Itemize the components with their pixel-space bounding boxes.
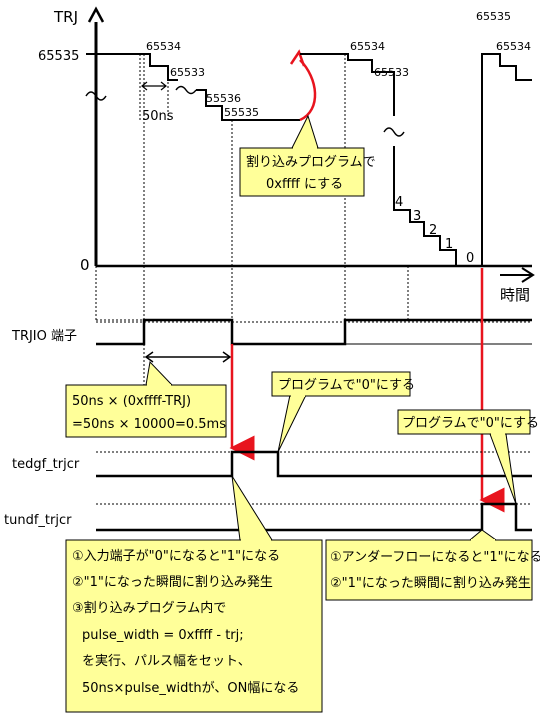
callout-width-line1: 50ns × (0xffff-TRJ) <box>72 394 191 409</box>
callout-width-line2: =50ns × 10000=0.5ms <box>72 417 226 432</box>
count-label-65534b: 65534 <box>350 40 385 53</box>
y-zero-label: 0 <box>80 256 90 274</box>
tedgf-waveform <box>96 450 532 478</box>
note-left-line6: 50ns×pulse_widthが、ON幅になる <box>82 681 299 696</box>
note-left-line2: ②"1"になった瞬間に割り込み発生 <box>72 574 273 590</box>
reload-after-label: 65534 <box>496 40 531 53</box>
tedgf-signal: tedgf_trjcr <box>12 450 532 478</box>
count-label-65533a: 65533 <box>170 66 205 79</box>
callout-clear-1-text: プログラムで"0"にする <box>278 378 415 393</box>
step-width-arrowheads <box>141 81 167 91</box>
note-left-line3: ③割り込みプログラム内で <box>72 600 226 616</box>
trjio-label: TRJIO 端子 <box>11 329 77 344</box>
callout-width-box <box>65 384 227 438</box>
x-axis-title: 時間 <box>500 286 530 304</box>
note-right-pointer <box>468 529 498 541</box>
count-label-1: 1 <box>445 237 453 252</box>
note-left-box <box>65 539 323 713</box>
note-left-line1: ①入力端子が"0"になると"1"になる <box>72 549 280 564</box>
note-left-line5: を実行、パルス幅をセット、 <box>82 653 251 669</box>
trj-count-line-2 <box>196 89 300 121</box>
tundf-waveform <box>96 502 532 532</box>
callout-clear-2-text: プログラムで"0"にする <box>402 416 539 431</box>
count-label-55535: 55535 <box>224 106 259 119</box>
trjio-waveform <box>96 318 532 346</box>
count-label-0: 0 <box>466 251 474 266</box>
trj-count-line-4 <box>393 146 482 267</box>
x-axis-arrowhead <box>521 267 535 283</box>
callout-interrupt-line1: 割り込みプログラムで <box>246 154 376 170</box>
y-axis-title: TRJ <box>53 8 78 26</box>
count-label-2: 2 <box>429 223 437 238</box>
count-label-3: 3 <box>413 209 421 224</box>
tundf-label: tundf_trjcr <box>4 513 72 528</box>
note-left: ①入力端子が"0"になると"1"になる ②"1"になった瞬間に割り込み発生 ③割… <box>65 475 323 713</box>
callout-interrupt: 割り込みプログラムで 0xffff にする <box>239 114 376 197</box>
y-axis-arrowhead <box>87 6 105 23</box>
note-right: ①アンダーフローになると"1"になる ②"1"になった瞬間に割り込み発生 <box>325 529 540 601</box>
callout-interrupt-line2: 0xffff にする <box>266 177 343 192</box>
reload-arrowhead <box>289 49 306 67</box>
reload-arrow <box>299 59 317 122</box>
tedgf-label: tedgf_trjcr <box>12 457 80 472</box>
trj-count-line-5 <box>481 53 532 266</box>
note-right-box <box>325 539 533 601</box>
count-label-65533b: 65533 <box>374 66 409 79</box>
callout-clear-1-box <box>271 371 411 397</box>
note-right-line2: ②"1"になった瞬間に割り込み発生 <box>330 575 531 591</box>
pulse-width-arrowheads <box>144 351 232 363</box>
count-label-65534a: 65534 <box>146 40 181 53</box>
step-width-label: 50ns <box>142 109 174 124</box>
callout-width-pointer <box>145 360 174 386</box>
callout-width: 50ns × (0xffff-TRJ) =50ns × 10000=0.5ms <box>65 360 227 438</box>
callout-clear-1: プログラムで"0"にする <box>271 371 415 453</box>
callout-clear-1-pointer <box>277 394 307 453</box>
staircase-break-icon-2 <box>383 127 405 137</box>
callout-clear-2-box <box>397 409 531 435</box>
staircase-break-icon <box>175 85 197 95</box>
reload-top-label: 65535 <box>476 10 511 23</box>
note-right-line1: ①アンダーフローになると"1"になる <box>330 550 540 565</box>
trj-count-line-1 <box>96 53 178 81</box>
note-left-line4: pulse_width = 0xffff - trj; <box>82 628 244 643</box>
callout-clear-2: プログラムで"0"にする <box>397 409 539 505</box>
callout-clear-2-pointer <box>489 433 517 505</box>
y-max-label: 65535 <box>38 49 79 64</box>
count-label-4: 4 <box>395 195 403 210</box>
tundf-signal: tundf_trjcr <box>4 502 532 532</box>
count-label-55536: 55536 <box>206 92 241 105</box>
trjio-signal: TRJIO 端子 <box>11 318 532 346</box>
step-guides <box>139 54 169 122</box>
y-axis-break-icon <box>85 91 107 101</box>
trj-count-line-3 <box>300 53 395 116</box>
trj-chart: TRJ 65535 0 時間 <box>38 6 535 323</box>
callout-interrupt-box <box>239 147 365 197</box>
